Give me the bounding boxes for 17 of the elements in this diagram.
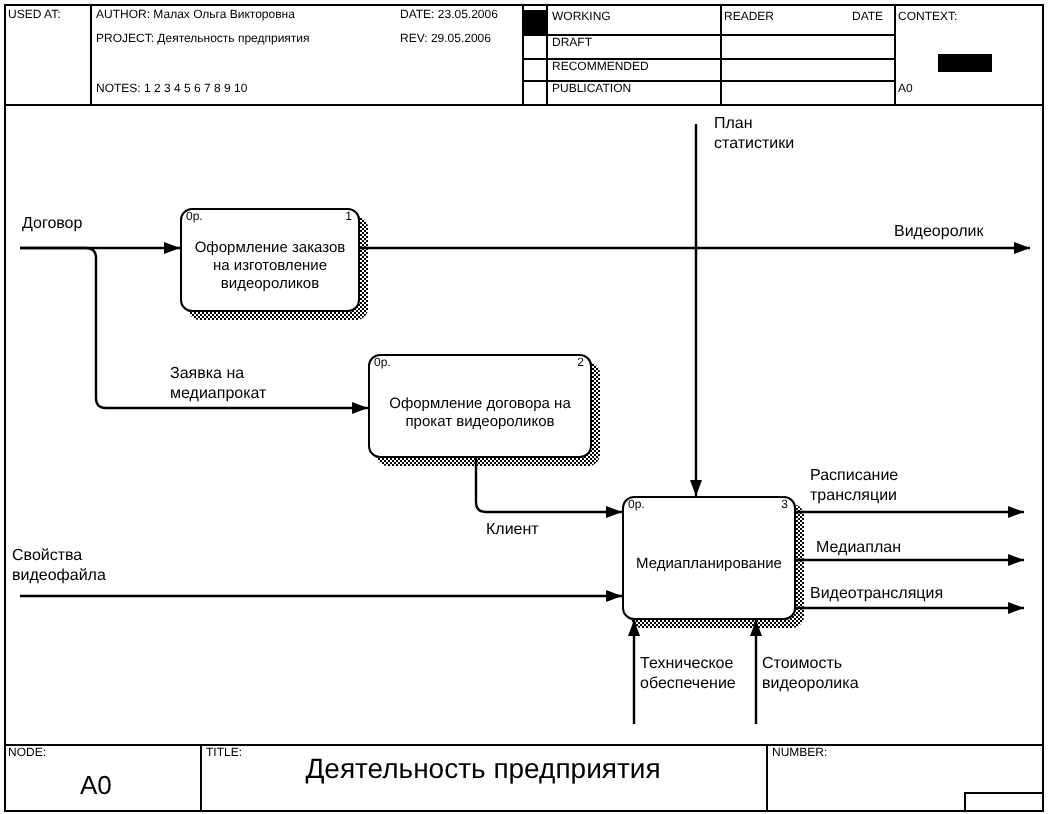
arrow (796, 506, 1024, 518)
diagram-title: Деятельность предприятия (305, 754, 661, 785)
arrow (20, 246, 368, 414)
arrow (690, 124, 702, 496)
arrow (796, 602, 1024, 614)
arrow (750, 620, 762, 724)
edge-label: Видеотрансляция (810, 584, 944, 604)
arrow (796, 554, 1024, 566)
edge-label: Клиент (486, 520, 539, 540)
arrow (474, 458, 622, 518)
arrow (628, 620, 640, 724)
node-code: A0 (80, 772, 112, 801)
edge-label: Договор (22, 214, 83, 234)
arrow (20, 590, 622, 602)
edge-label: Видеоролик (894, 222, 984, 242)
arrow (360, 242, 1030, 254)
edge-label: Медиаплан (816, 538, 901, 558)
